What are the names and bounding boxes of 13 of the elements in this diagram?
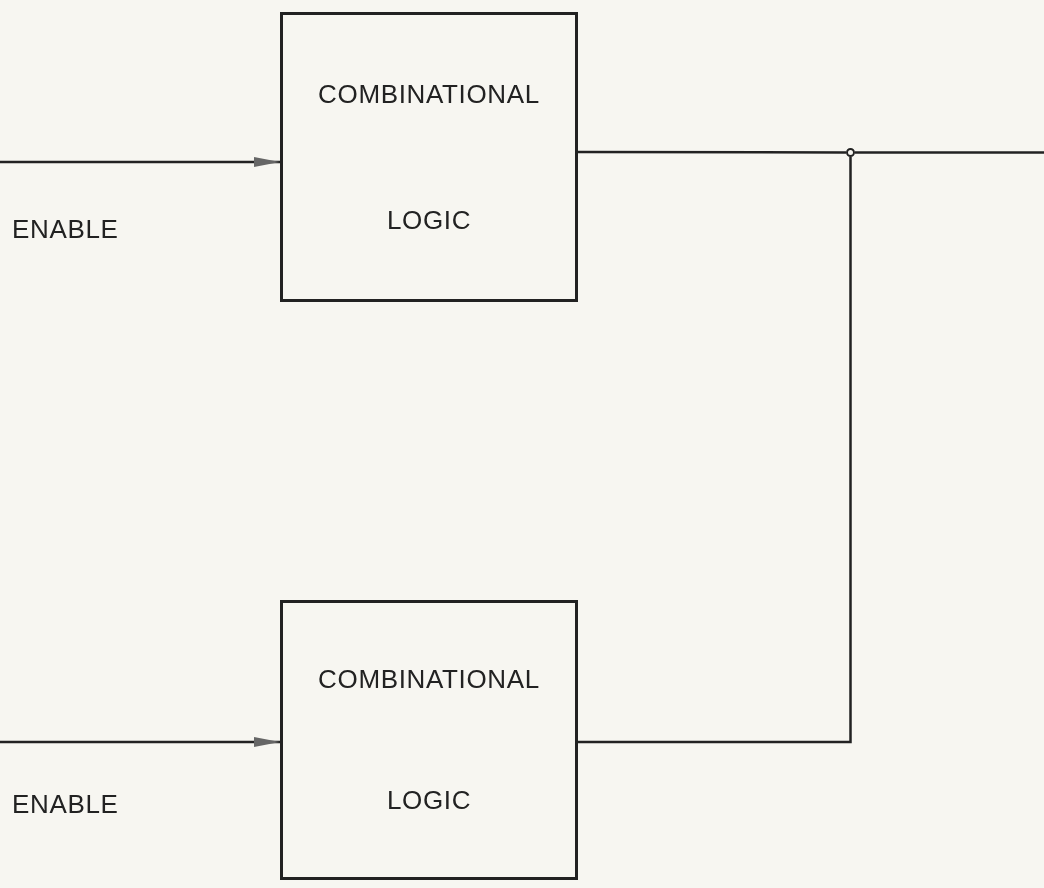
signal-label: ENABLE (12, 788, 119, 821)
box-text: LOGIC (386, 784, 472, 817)
box-text: COMBINATIONAL (318, 77, 540, 111)
box-text: LOGIC (386, 203, 472, 237)
connector-line (578, 150, 846, 154)
connector-line (0, 737, 280, 747)
connector-line (0, 157, 280, 167)
connector-line (855, 151, 1044, 154)
signal-label: ENABLE (12, 213, 119, 246)
logic-box (280, 600, 578, 880)
connector-line (578, 157, 852, 744)
logic-box (280, 12, 578, 302)
box-text: COMBINATIONAL (318, 663, 540, 696)
